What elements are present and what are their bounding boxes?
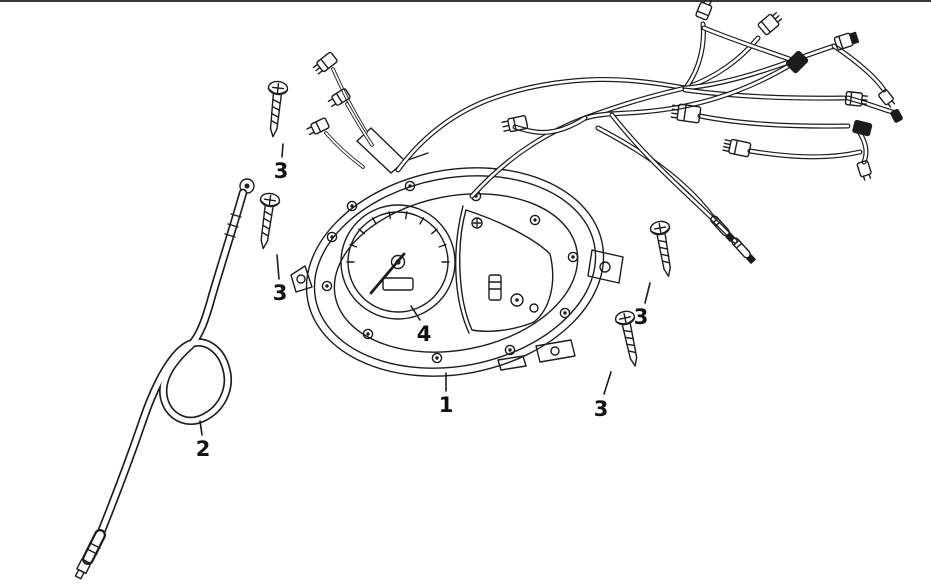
mounting-tab-right	[587, 249, 624, 284]
diagram-line-art	[74, 0, 903, 580]
connector-multipin	[670, 103, 702, 124]
scan-edge-line	[0, 0, 931, 2]
part-label-4: 4	[417, 322, 432, 346]
wire-harness	[395, 0, 903, 264]
speedometer-connectors	[306, 51, 374, 169]
fuel-indicator	[488, 274, 502, 301]
part-label-3-mid-left: 3	[273, 281, 288, 305]
panel-divider	[455, 205, 470, 334]
connector-2pin	[306, 117, 330, 136]
connector-2pin	[757, 12, 783, 36]
dial-ticks	[346, 211, 450, 263]
connector-capped	[833, 31, 860, 51]
connector-2pin	[856, 160, 872, 181]
mounting-tab-bottom	[535, 339, 576, 363]
connector-dark	[890, 108, 903, 123]
connector-2pin	[695, 0, 713, 21]
mounting-tab-left	[290, 265, 313, 293]
speedometer-cable	[74, 178, 255, 580]
mounting-foot	[497, 355, 527, 371]
connector-2pin	[312, 51, 338, 75]
connector-2pin	[878, 89, 896, 108]
label-leader-lines	[199, 143, 651, 436]
connector-dark	[785, 50, 809, 74]
cable-end-ribs	[86, 542, 101, 555]
part-label-3-right-lower: 3	[594, 397, 609, 421]
speedometer-gauge	[340, 204, 456, 320]
indicator-panel	[459, 209, 554, 332]
odometer-window	[382, 277, 414, 291]
cable-end-tip	[74, 558, 92, 580]
part-label-3-right-upper: 3	[634, 305, 649, 329]
part-label-3-top-left: 3	[274, 159, 289, 183]
cable-ribs	[224, 213, 242, 238]
connector-2pin	[844, 91, 869, 107]
part-labels: 1 2 3 3 3 3 4	[196, 159, 649, 461]
bullet-terminal	[731, 237, 756, 264]
connector-multipin	[722, 138, 752, 158]
connector-2pin	[327, 88, 351, 108]
part-label-2: 2	[196, 437, 211, 461]
connector-dark	[852, 119, 873, 137]
connector-multipin	[501, 115, 529, 133]
part-label-1: 1	[439, 393, 454, 417]
